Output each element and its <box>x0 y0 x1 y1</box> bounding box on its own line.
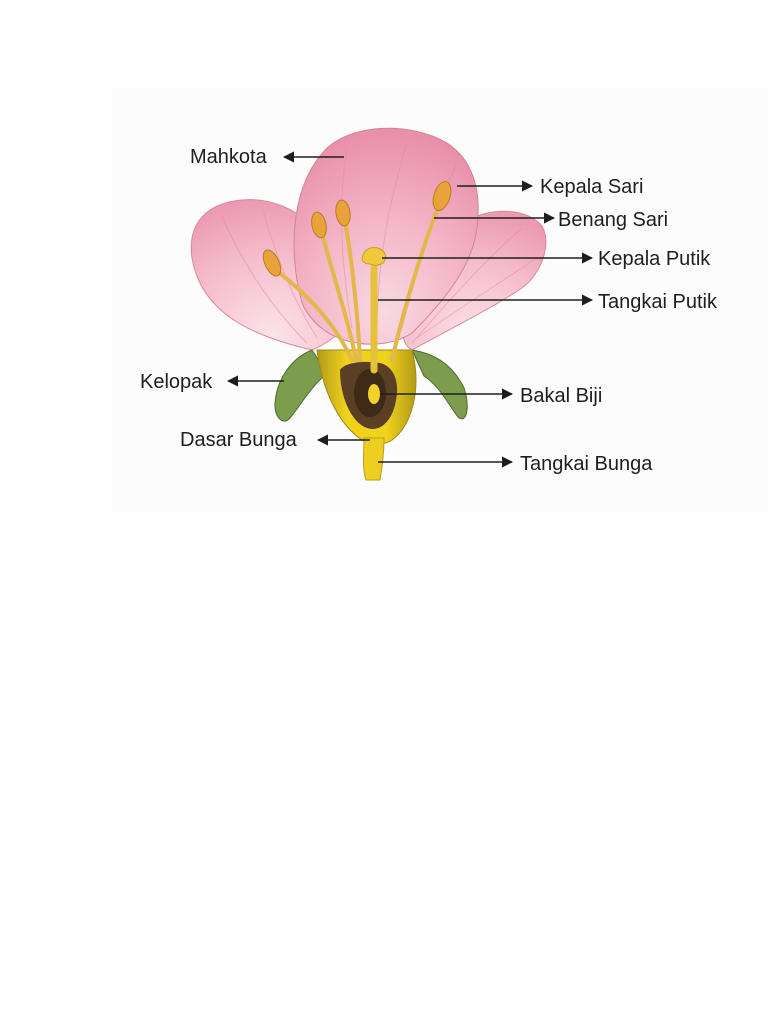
label-mahkota: Mahkota <box>190 146 344 168</box>
svg-text:Bakal Biji: Bakal Biji <box>520 385 602 407</box>
label-kepala-sari: Kepala Sari <box>457 176 643 198</box>
svg-text:Benang Sari: Benang Sari <box>558 209 668 231</box>
svg-text:Tangkai Putik: Tangkai Putik <box>598 291 718 313</box>
receptacle <box>316 349 417 445</box>
svg-text:Mahkota: Mahkota <box>190 146 268 168</box>
stamen-3 <box>335 199 362 362</box>
left-sepal <box>274 349 328 422</box>
label-kelopak: Kelopak <box>140 371 284 393</box>
svg-text:Kelopak: Kelopak <box>140 371 213 393</box>
label-tangkai-bunga: Tangkai Bunga <box>378 453 653 475</box>
flower-diagram: Mahkota Kepala Sari Benang Sari Kepala P… <box>112 88 768 512</box>
label-bakal-biji: Bakal Biji <box>380 385 602 407</box>
stamen-4 <box>390 181 452 362</box>
ovule <box>368 384 380 404</box>
svg-text:Tangkai Bunga: Tangkai Bunga <box>520 453 653 475</box>
stamen-1 <box>262 249 354 362</box>
flower-illustration: Mahkota Kepala Sari Benang Sari Kepala P… <box>140 127 718 481</box>
label-dasar-bunga: Dasar Bunga <box>180 429 370 451</box>
stamen-2 <box>311 211 358 362</box>
label-benang-sari: Benang Sari <box>434 209 668 231</box>
svg-text:Dasar Bunga: Dasar Bunga <box>180 429 298 451</box>
label-kepala-putik: Kepala Putik <box>382 248 711 270</box>
svg-text:Kepala Sari: Kepala Sari <box>540 176 643 198</box>
svg-text:Kepala Putik: Kepala Putik <box>598 248 711 270</box>
pistil <box>361 247 387 374</box>
flower-stalk <box>363 437 385 481</box>
label-tangkai-putik: Tangkai Putik <box>378 291 718 313</box>
right-sepal <box>411 349 468 420</box>
